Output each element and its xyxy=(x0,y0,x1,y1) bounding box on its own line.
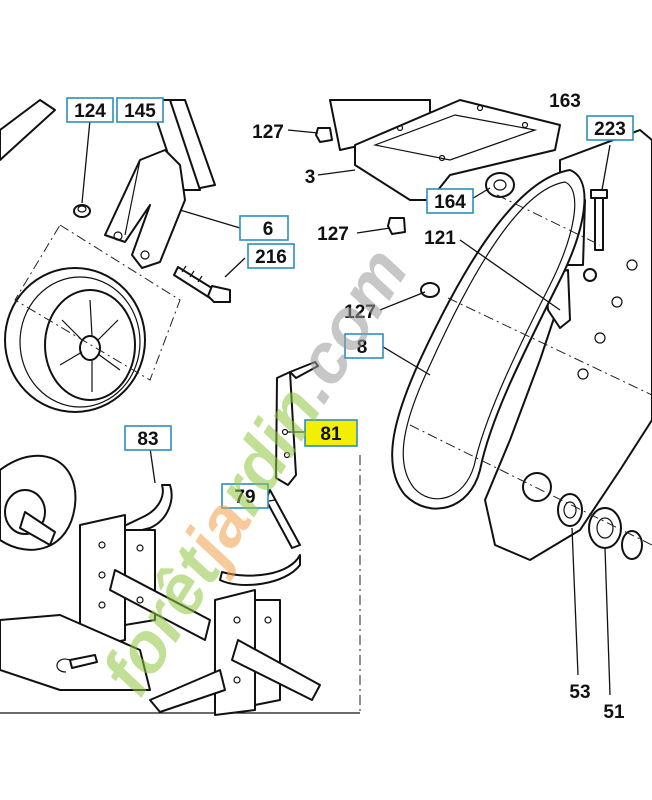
callout-216[interactable]: 216 xyxy=(247,243,295,269)
nut-127-c xyxy=(420,282,440,298)
callout-81[interactable]: 81 xyxy=(304,419,358,447)
callout-51-text: 51 xyxy=(603,702,625,723)
clip-pin xyxy=(56,654,98,673)
callout-83[interactable]: 83 xyxy=(124,425,172,451)
callout-121[interactable]: 121 xyxy=(424,228,456,249)
callout-124-text: 124 xyxy=(74,101,106,122)
wheel-axle-guide xyxy=(14,224,181,381)
callout-164[interactable]: 164 xyxy=(426,188,474,214)
bracket-81 xyxy=(275,361,319,486)
bolt-216 xyxy=(173,265,231,303)
pulley-164 xyxy=(485,172,515,198)
callout-164-text: 164 xyxy=(434,192,466,213)
bolt-223 xyxy=(590,189,608,251)
callout-127-lower[interactable]: 127 xyxy=(344,302,376,323)
centerline-3 xyxy=(496,194,601,246)
centerline-1 xyxy=(409,424,652,546)
callout-127-top-text: 127 xyxy=(252,122,284,143)
leader-lines xyxy=(81,119,611,696)
callout-145-text: 145 xyxy=(124,101,156,122)
side-disc xyxy=(0,454,77,551)
nut-127-a xyxy=(315,127,333,143)
callout-3[interactable]: 3 xyxy=(305,167,316,188)
callout-3-text: 3 xyxy=(305,167,316,188)
callout-81-text: 81 xyxy=(320,424,342,445)
callout-79[interactable]: 79 xyxy=(221,483,269,509)
callout-163[interactable]: 163 xyxy=(549,91,581,112)
callout-145[interactable]: 145 xyxy=(116,97,164,123)
callout-127-middle[interactable]: 127 xyxy=(317,224,349,245)
callout-6-text: 6 xyxy=(263,219,274,240)
callout-124[interactable]: 124 xyxy=(66,97,114,123)
bearing-51 xyxy=(588,507,643,560)
tine-shaft-assembly xyxy=(0,514,211,691)
nut-127-b xyxy=(387,217,406,235)
callout-223[interactable]: 223 xyxy=(586,115,634,141)
callout-127-lower-text: 127 xyxy=(344,302,376,323)
callout-79-text: 79 xyxy=(234,487,255,508)
callout-127-middle-text: 127 xyxy=(317,224,349,245)
callout-223-text: 223 xyxy=(594,119,626,140)
callout-216-text: 216 xyxy=(255,247,287,268)
callout-121-text: 121 xyxy=(424,228,456,249)
v-belt-8 xyxy=(391,169,586,510)
tine-83 xyxy=(119,484,173,534)
callout-51[interactable]: 51 xyxy=(603,702,625,723)
wheel xyxy=(4,267,146,413)
callout-127-top[interactable]: 127 xyxy=(252,122,284,143)
handle-bracket-6 xyxy=(104,149,186,269)
tine-front-assembly xyxy=(149,554,321,716)
callout-8-text: 8 xyxy=(357,337,368,358)
callout-83-text: 83 xyxy=(137,429,158,450)
callout-53[interactable]: 53 xyxy=(569,682,590,703)
transmission-case xyxy=(484,129,652,561)
callout-163-text: 163 xyxy=(549,91,581,112)
centerline-2 xyxy=(447,297,652,396)
washer-53 xyxy=(557,493,583,527)
callout-8[interactable]: 8 xyxy=(344,333,384,359)
callout-53-text: 53 xyxy=(569,682,590,703)
callout-6[interactable]: 6 xyxy=(239,215,289,241)
cover-plate-3 xyxy=(329,99,561,201)
nut-124 xyxy=(73,204,91,218)
